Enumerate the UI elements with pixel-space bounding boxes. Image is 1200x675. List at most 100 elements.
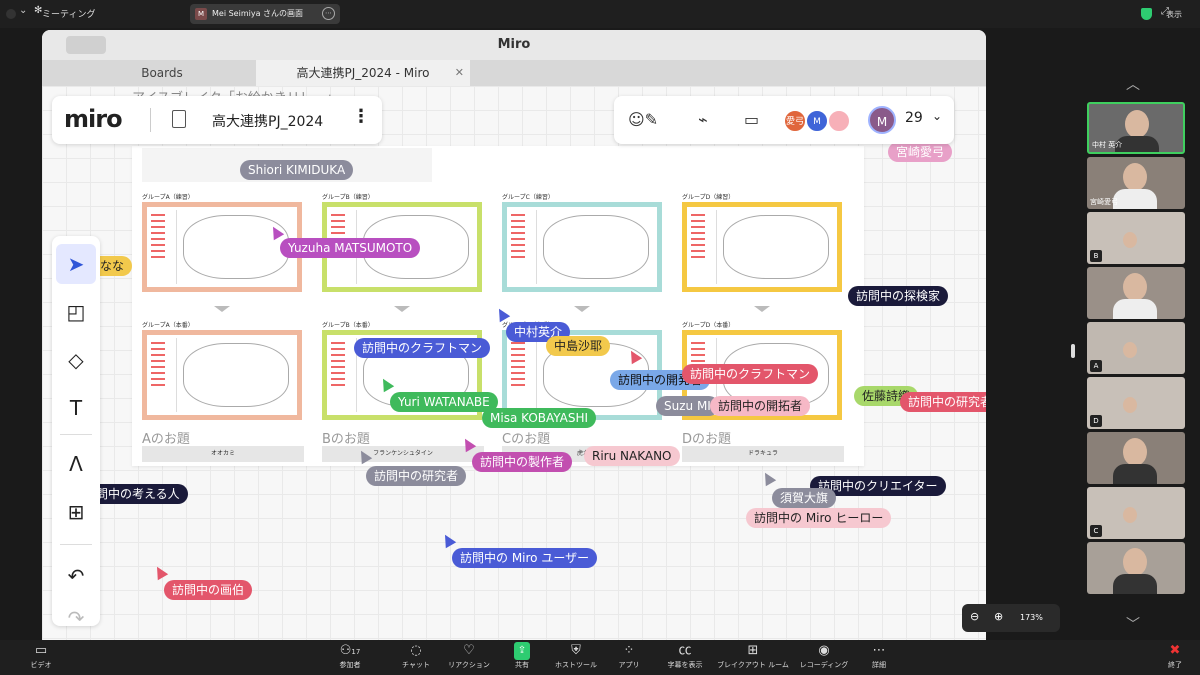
- shapes-icon[interactable]: ◇: [68, 348, 84, 372]
- host-tools-button[interactable]: ⛨ホストツール: [552, 642, 600, 670]
- participant-video[interactable]: A: [1087, 322, 1185, 374]
- down-arrow-icon: [574, 306, 590, 312]
- button-label: 詳細: [872, 661, 886, 669]
- apps-button[interactable]: ⁘ アプリ: [614, 642, 644, 670]
- group-label: グループA（練習）: [142, 194, 194, 201]
- drawing-card[interactable]: [502, 202, 662, 292]
- tab-bar: Boards 高大連携PJ_2024 - Miro ✕: [42, 60, 986, 86]
- participant-video[interactable]: [1087, 542, 1185, 594]
- divider: [60, 434, 92, 435]
- text-tool-icon[interactable]: T: [69, 396, 83, 420]
- participant-video[interactable]: D: [1087, 377, 1185, 429]
- cursor-label: Suzu MI: [656, 396, 719, 416]
- end-meeting-button[interactable]: ✖終了: [1162, 642, 1188, 670]
- video-button[interactable]: ▭ビデオ: [28, 642, 54, 670]
- tab-boards[interactable]: Boards: [141, 66, 183, 80]
- miro-canvas[interactable]: アイスブレイク「お絵かきリレー」 グループA（練習） グループB（練習） グルー…: [42, 86, 986, 640]
- chevron-down-icon[interactable]: ⌄: [932, 109, 943, 123]
- drawing-card[interactable]: [682, 202, 842, 292]
- pen-icon[interactable]: Λ: [69, 452, 83, 476]
- breakout-rooms-button[interactable]: ⊞ブレイクアウト ルーム: [716, 642, 790, 670]
- group-label: グループA（本番）: [142, 322, 194, 329]
- status-dot: [6, 9, 16, 19]
- window-title: Miro: [497, 37, 531, 52]
- cursor-label: 訪問中の製作者: [472, 452, 573, 472]
- reactions-icon[interactable]: ☺✎: [628, 110, 659, 129]
- button-label: ホストツール: [555, 661, 597, 669]
- button-label: アプリ: [618, 661, 640, 669]
- grid-icon: ⊞: [747, 643, 759, 658]
- more-vertical-icon[interactable]: ⋮: [352, 106, 370, 127]
- miro-logo[interactable]: miro: [64, 105, 123, 133]
- zoom-level[interactable]: 173%: [1020, 613, 1043, 622]
- sidebar-toggle-button[interactable]: [66, 36, 106, 54]
- more-options-icon[interactable]: ⋯: [322, 7, 335, 20]
- chevron-down-icon[interactable]: ⌄: [19, 5, 28, 16]
- sticky-note-icon[interactable]: ◰: [66, 300, 86, 324]
- button-label: レコーディング: [799, 661, 849, 669]
- participant-video[interactable]: [1087, 432, 1185, 484]
- cc-icon: ㏄: [678, 643, 692, 658]
- select-tool-icon[interactable]: ➤: [56, 244, 96, 284]
- share-icon: ⇪: [514, 642, 530, 660]
- down-arrow-icon: [214, 306, 230, 312]
- chat-button[interactable]: ◌チャット: [396, 642, 436, 670]
- group-label: グループB（練習）: [322, 194, 374, 201]
- screen-share-indicator[interactable]: M Mei Seimiya さんの画面 ⋯: [190, 4, 340, 24]
- video-icon[interactable]: ▭: [744, 110, 760, 129]
- tab-miro-board[interactable]: 高大連携PJ_2024 - Miro ✕: [256, 60, 470, 86]
- share-button[interactable]: ⇪共有: [508, 642, 536, 670]
- answer-box: フランケンシュタイン: [322, 446, 484, 462]
- cursor-label: 宮崎愛弓: [888, 142, 953, 162]
- apps-icon: ⁘: [623, 643, 635, 658]
- participant-name: B: [1090, 250, 1102, 262]
- my-avatar[interactable]: M: [868, 106, 896, 134]
- close-icon[interactable]: ✕: [454, 66, 464, 79]
- participant-video[interactable]: [1087, 267, 1185, 319]
- avatar[interactable]: [828, 110, 850, 132]
- avatar[interactable]: M: [806, 110, 828, 132]
- cursor-label: 訪問中の画伯: [164, 580, 253, 600]
- record-button[interactable]: ◉ レコーディング: [798, 642, 850, 670]
- divider-handle[interactable]: [1071, 344, 1075, 358]
- meeting-label: ミーティング: [42, 10, 96, 20]
- chevron-down-icon[interactable]: ﹀: [1126, 617, 1140, 633]
- cursor-label: Yuri WATANABE: [390, 392, 498, 412]
- fullscreen-icon[interactable]: ⤢: [1161, 6, 1169, 17]
- group-label: グループD（本番）: [682, 322, 735, 329]
- presentation-icon[interactable]: ⌁: [698, 110, 708, 129]
- more-button[interactable]: ⋯詳細: [866, 642, 892, 670]
- zoom-in-icon[interactable]: ⊕: [994, 610, 1004, 623]
- cursor-label: 訪問中のクリエイター: [810, 476, 946, 496]
- zoom-out-icon[interactable]: ⊖: [970, 610, 980, 623]
- participant-video[interactable]: 宮崎愛弓: [1087, 157, 1185, 209]
- down-arrow-icon: [394, 306, 410, 312]
- shield-icon[interactable]: [1141, 8, 1152, 20]
- view-button[interactable]: 表示: [1166, 10, 1182, 19]
- answer-box: ドラキュラ: [682, 446, 844, 462]
- redo-icon[interactable]: ↷: [67, 606, 85, 630]
- participant-video[interactable]: 中村 英介: [1087, 102, 1185, 154]
- topic-label: Bのお題: [322, 432, 370, 447]
- record-icon: ◉: [818, 643, 830, 658]
- member-count[interactable]: 29: [905, 110, 923, 126]
- avatar[interactable]: 愛弓: [784, 110, 806, 132]
- undo-icon[interactable]: ↶: [67, 564, 85, 588]
- board-name[interactable]: 高大連携PJ_2024: [212, 114, 324, 130]
- participant-video[interactable]: C: [1087, 487, 1185, 539]
- cursor-label: Riru NAKANO: [584, 446, 680, 466]
- drawing-card[interactable]: [142, 202, 302, 292]
- reactions-button[interactable]: ♡リアクション: [446, 642, 492, 670]
- cursor-label: 須賀大旗: [772, 488, 837, 508]
- group-label: グループC（練習）: [502, 194, 554, 201]
- participant-video[interactable]: B: [1087, 212, 1185, 264]
- drawing-card[interactable]: [142, 330, 302, 420]
- button-label: チャット: [402, 661, 430, 669]
- group-label: グループD（練習）: [682, 194, 735, 201]
- chevron-up-icon[interactable]: ︿: [1126, 77, 1140, 93]
- button-label: 参加者: [339, 661, 361, 669]
- add-icon[interactable]: ⊞: [67, 500, 85, 524]
